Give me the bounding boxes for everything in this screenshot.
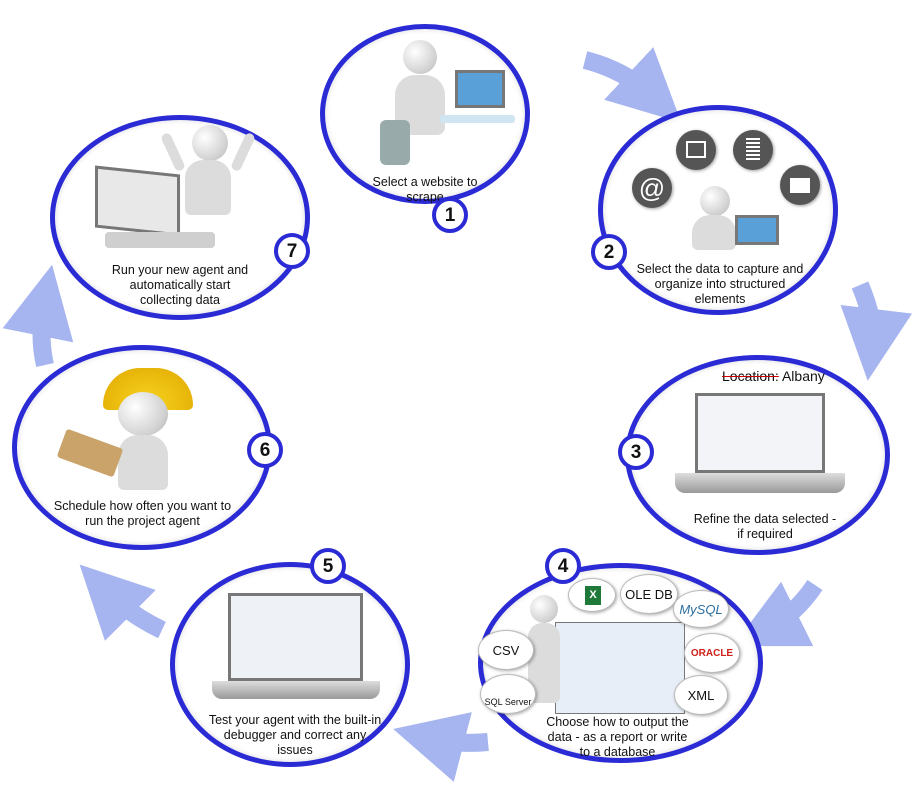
caption-line: Select the data to capture and: [636, 262, 804, 276]
step-1-ellipse: [320, 24, 530, 204]
document-icon: [733, 130, 773, 170]
step-6-number: 6: [247, 432, 283, 468]
person-head: [530, 595, 558, 623]
person-body: [118, 435, 168, 490]
caption-line: debugger and correct any: [223, 728, 367, 742]
caption-line: elements: [694, 292, 746, 306]
excel-icon: X: [568, 578, 616, 612]
arrow-2-to-3: [840, 281, 913, 381]
xml-badge: XML: [674, 675, 728, 715]
image-icon: [676, 130, 716, 170]
caption-line: if required: [737, 527, 793, 541]
caption-line: Choose how to output the: [546, 715, 689, 729]
location-value: Albany: [781, 368, 825, 384]
laptop-screen: [695, 393, 825, 473]
laptop-screen: [735, 215, 779, 245]
step-3-caption: Refine the data selected - if required: [680, 512, 850, 542]
step-5-caption: Test your agent with the built-in debugg…: [200, 713, 390, 758]
oracle-badge: ORACLE: [684, 633, 740, 673]
step-4-caption: Choose how to output the data - as a rep…: [530, 715, 705, 760]
video-clapper-icon: [780, 165, 820, 205]
chair: [380, 120, 410, 165]
step-6-caption: Schedule how often you want to run the p…: [40, 499, 245, 529]
at-sign-icon: @: [632, 168, 672, 208]
person-head: [118, 392, 168, 436]
step-3-number: 3: [618, 434, 654, 470]
person-head: [700, 186, 730, 216]
caption-line: run the project agent: [85, 514, 200, 528]
arrow-4-to-5: [393, 712, 489, 782]
step-4-number: 4: [545, 548, 581, 584]
step-5-number: 5: [310, 548, 346, 584]
laptop-base: [675, 473, 845, 493]
step-1-caption: Select a website to scrape: [360, 175, 490, 205]
step-1-number: 1: [432, 197, 468, 233]
step-2-caption: Select the data to capture and organize …: [625, 262, 815, 307]
person-body: [185, 160, 231, 215]
caption-line: collecting data: [140, 293, 220, 307]
caption-line: issues: [277, 743, 313, 757]
step-7-ellipse: [50, 115, 310, 320]
step-7-number: 7: [274, 233, 310, 269]
output-table-screen: [555, 622, 685, 714]
caption-line: Test your agent with the built-in: [208, 713, 382, 727]
laptop-screen: [95, 165, 180, 237]
arrow-3-to-4: [732, 579, 823, 647]
step-1-caption-text: Select a website to scrape: [372, 175, 478, 204]
arrow-5-to-6: [79, 564, 166, 641]
caption-line: to a database: [579, 745, 656, 759]
person-head: [403, 40, 437, 74]
csv-badge: CSV: [478, 630, 534, 670]
location-strike: Location:: [722, 368, 779, 384]
arrow-1-to-2: [582, 47, 682, 123]
step-2-number: 2: [591, 234, 627, 270]
location-label: Location: Albany: [722, 368, 825, 384]
mysql-badge: MySQL: [673, 590, 729, 628]
laptop-base: [212, 681, 380, 699]
arrow-6-to-7: [2, 264, 74, 368]
step-7-caption: Run your new agent and automatically sta…: [95, 263, 265, 308]
laptop-keyboard: [105, 232, 215, 248]
debugger-screen: [228, 593, 363, 681]
person-head: [192, 125, 228, 161]
caption-line: Schedule how often you want to: [53, 499, 232, 513]
laptop-screen: [455, 70, 505, 108]
caption-line: Run your new agent and: [111, 263, 249, 277]
desk: [440, 115, 515, 123]
caption-line: automatically start: [129, 278, 231, 292]
sql-server-badge: SQL Server: [480, 674, 536, 714]
caption-line: data - as a report or write: [547, 730, 688, 744]
person-body: [692, 215, 736, 250]
caption-line: organize into structured: [654, 277, 786, 291]
ole-db-badge: OLE DB: [620, 574, 678, 614]
caption-line: Refine the data selected -: [693, 512, 837, 526]
step-1-illustration: [380, 35, 515, 165]
